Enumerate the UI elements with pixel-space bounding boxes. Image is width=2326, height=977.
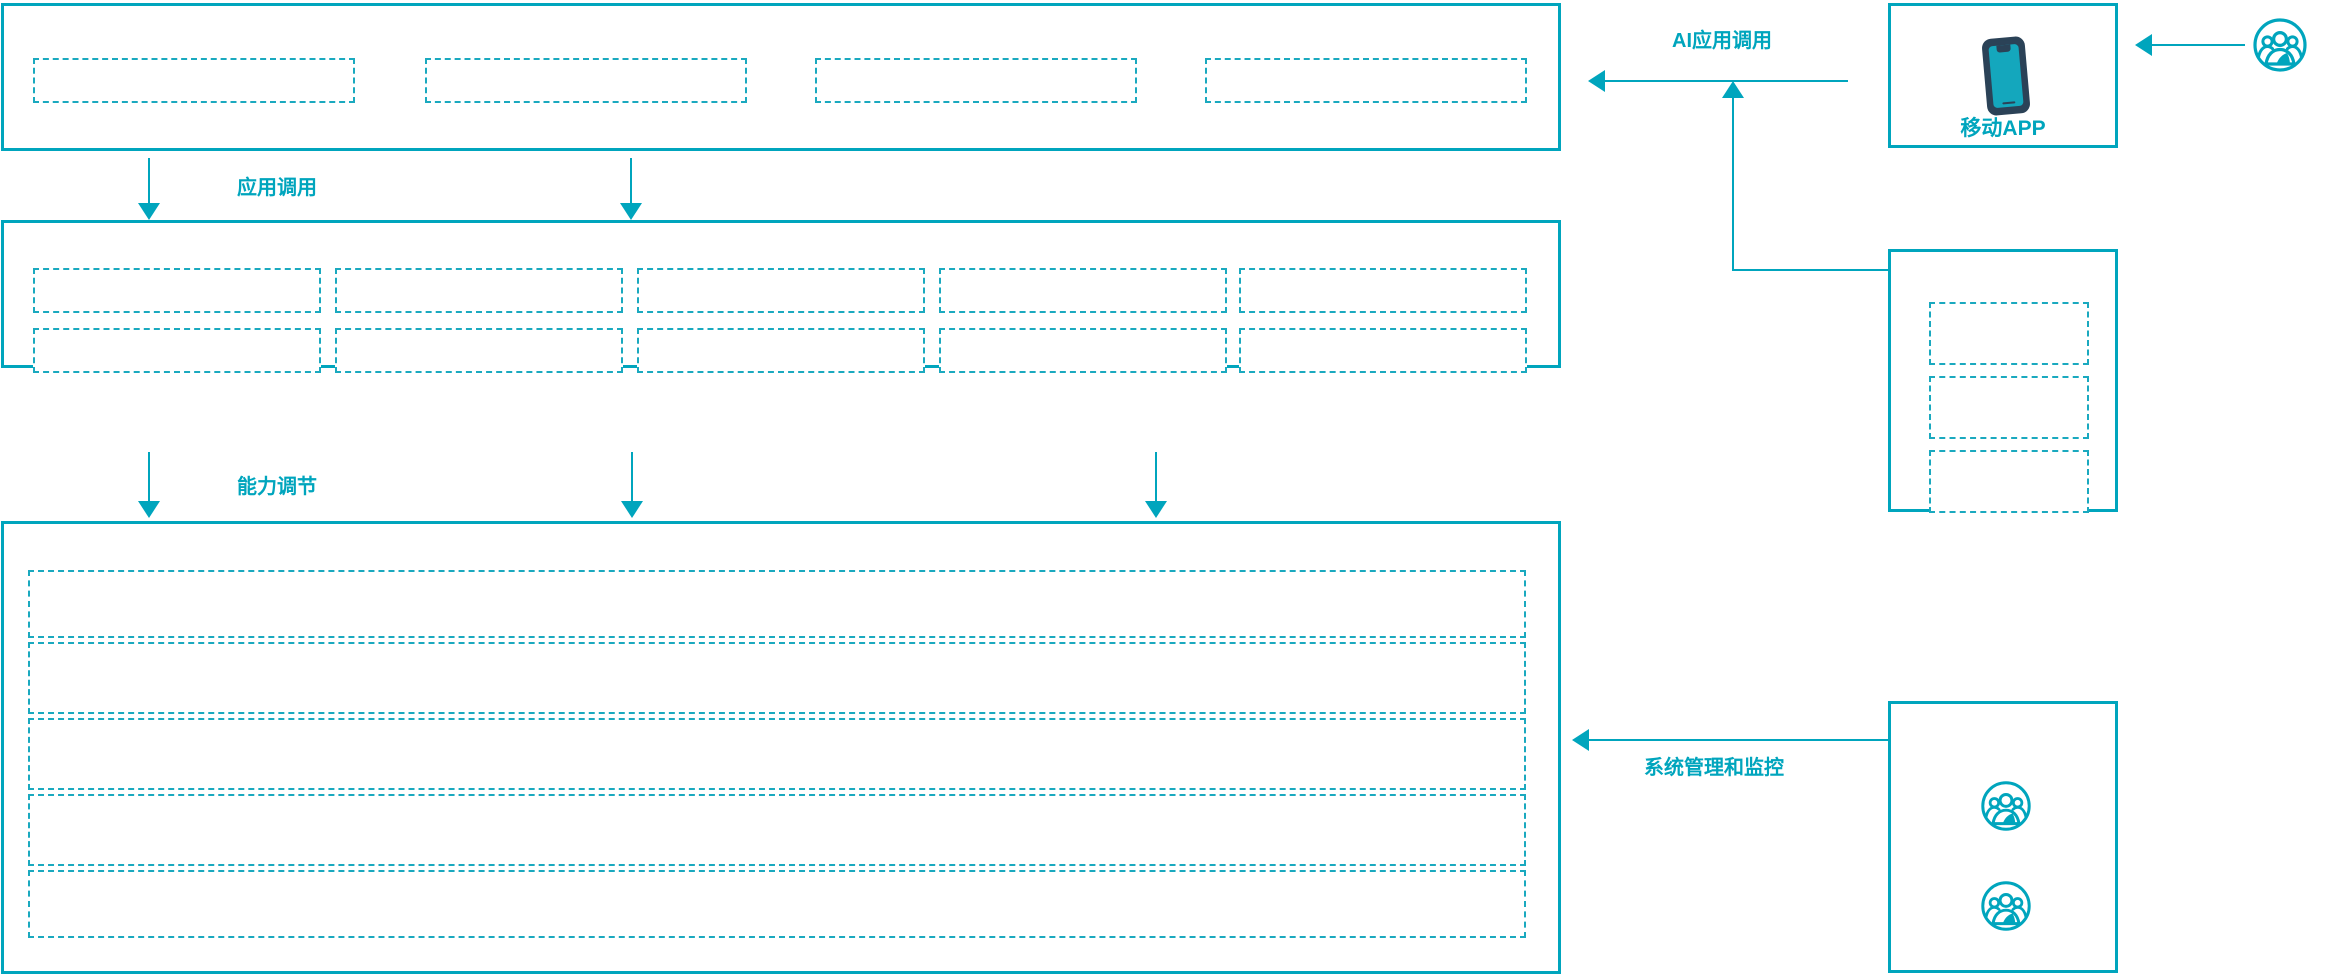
capability-tune-arrow-2: [621, 452, 643, 518]
end-user-actor-icon: [2252, 17, 2308, 73]
app-call-arrow-1: [138, 158, 160, 220]
app-call-label: 应用调用: [237, 177, 317, 199]
plat-slot-4[interactable]: [28, 794, 1526, 866]
cap-slot-r1c4[interactable]: [939, 268, 1227, 313]
app-slot-4[interactable]: [1205, 58, 1527, 103]
cap-slot-r1c2[interactable]: [335, 268, 623, 313]
plat-slot-2[interactable]: [28, 642, 1526, 714]
cap-slot-r1c1[interactable]: [33, 268, 321, 313]
cap-slot-r1c5[interactable]: [1239, 268, 1527, 313]
capability-tune-arrow-1: [138, 452, 160, 518]
channel-to-platform-riser: [1722, 81, 1744, 271]
system-admin-monitor-arrow: [1572, 729, 1888, 751]
cap-slot-r1c3[interactable]: [637, 268, 925, 313]
app-slot-2[interactable]: [425, 58, 747, 103]
mobile-app-card-label: 移动APP: [1960, 117, 2046, 140]
app-call-arrow-2: [620, 158, 642, 220]
mobile-app-card[interactable]: 移动APP: [1888, 3, 2118, 148]
ai-app-call-label: AI应用调用: [1672, 30, 1772, 52]
cap-slot-r2c5[interactable]: [1239, 328, 1527, 373]
cap-slot-r2c4[interactable]: [939, 328, 1227, 373]
channel-riser-foot: [1732, 269, 1888, 271]
channel-slot-2[interactable]: [1929, 376, 2089, 439]
mobile-phone-icon: [1977, 34, 2035, 118]
end-user-to-mobile-arrow: [2135, 34, 2245, 56]
channel-card[interactable]: [1888, 249, 2118, 513]
app-slot-1[interactable]: [33, 58, 355, 103]
plat-slot-1[interactable]: [28, 570, 1526, 638]
cap-slot-r2c2[interactable]: [335, 328, 623, 373]
user-group-icon-2: [1980, 880, 2032, 932]
ai-app-call-arrow: [1588, 70, 1848, 92]
capability-tune-arrow-3: [1145, 452, 1167, 518]
user-group-icon-1: [1980, 780, 2032, 832]
capability-tune-label: 能力调节: [237, 476, 317, 498]
app-slot-3[interactable]: [815, 58, 1137, 103]
plat-slot-3[interactable]: [28, 718, 1526, 790]
system-admin-monitor-label: 系统管理和监控: [1644, 757, 1784, 779]
plat-slot-5[interactable]: [28, 870, 1526, 938]
operations-card[interactable]: [1888, 701, 2118, 973]
channel-slot-1[interactable]: [1929, 302, 2089, 365]
channel-slot-3[interactable]: [1929, 450, 2089, 513]
cap-slot-r2c1[interactable]: [33, 328, 321, 373]
cap-slot-r2c3[interactable]: [637, 328, 925, 373]
